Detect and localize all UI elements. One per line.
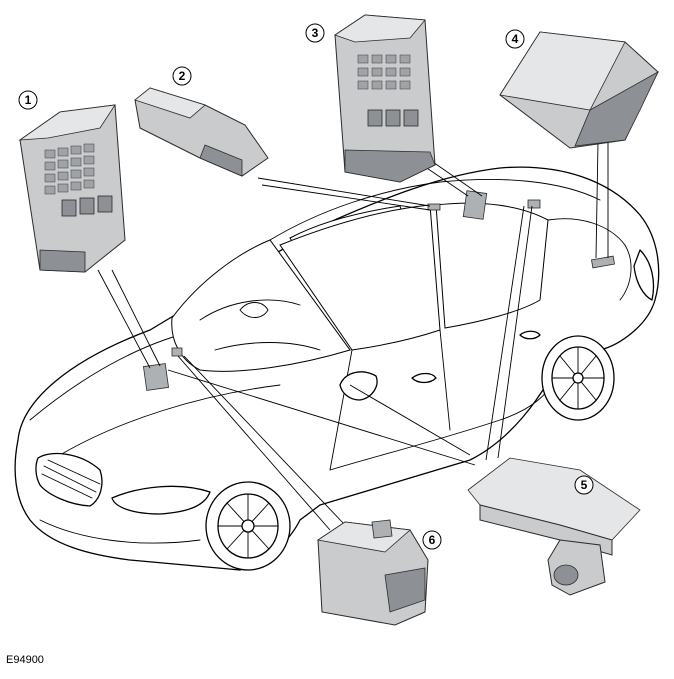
callout-5-label: 5: [581, 478, 588, 492]
leader-2b: [261, 184, 431, 211]
leader-4a: [595, 141, 599, 259]
leader-6a: [177, 355, 331, 531]
marker-module-6: [171, 347, 183, 357]
in-vehicle-markers: [142, 190, 615, 391]
callout-3-label: 3: [312, 26, 319, 40]
module-1-central-junction-box: [18, 104, 126, 273]
door-mirror: [339, 371, 378, 401]
leader-5d: [349, 384, 471, 456]
callout-2: 2: [172, 66, 192, 86]
module-2-top: [134, 87, 206, 119]
module-3-top: [334, 14, 426, 43]
headlamp: [111, 485, 211, 515]
marker-module-1: [142, 363, 170, 391]
module-2-control-unit: [134, 87, 269, 177]
module-4-top: [499, 31, 626, 111]
rear-deck: [547, 218, 632, 301]
callout-3: 3: [305, 23, 325, 43]
marker-module-2: [427, 203, 441, 211]
leader-1b: [111, 269, 161, 367]
module-5-plug-socket: [553, 564, 579, 586]
front-side-window: [279, 204, 441, 351]
leader-5a: [497, 205, 533, 459]
callout-1-label: 1: [25, 93, 32, 107]
module-6-relay: [316, 519, 429, 626]
module-1-top: [18, 104, 116, 141]
module-1-fuse-array: [44, 143, 113, 217]
callout-6: 6: [422, 530, 442, 550]
module-6-tab: [371, 519, 393, 539]
leader-lines: [97, 141, 609, 531]
callout-6-label: 6: [429, 533, 436, 547]
leader-2a: [257, 177, 431, 207]
leader-5c: [167, 369, 476, 466]
callout-4-label: 4: [512, 32, 519, 46]
leader-6b: [183, 355, 346, 526]
front-door-handle: [411, 372, 437, 384]
leader-3b: [429, 159, 483, 197]
module-3-fuse-array: [357, 54, 419, 127]
figure-id: E94900: [6, 654, 44, 666]
steering-wheel: [239, 302, 269, 318]
leader-1a: [97, 269, 151, 369]
door-seam-rear: [439, 329, 451, 431]
module-2-connector: [199, 144, 243, 177]
module-1-connector: [39, 249, 86, 273]
callout-1: 1: [18, 90, 38, 110]
module-4-connectors: [574, 71, 659, 147]
module-3-connector: [344, 149, 436, 183]
rear-lamp: [633, 249, 655, 301]
module-6-connector: [384, 567, 426, 613]
windscreen: [171, 239, 351, 372]
module-5-plug: [547, 539, 606, 596]
callout-4: 4: [505, 29, 525, 49]
rear-door-handle: [519, 330, 541, 340]
module-5-bracket: [467, 457, 641, 596]
module-4-ecu: [499, 31, 659, 149]
rear-hub: [572, 372, 584, 384]
front-hub: [241, 519, 255, 533]
front-bumper: [39, 519, 201, 544]
callout-5: 5: [574, 475, 594, 495]
door-seam-front: [329, 349, 353, 471]
dashboard: [199, 299, 321, 351]
front-grille: [35, 452, 103, 507]
module-3-rear-junction-box: [334, 14, 436, 183]
roof-line: [269, 179, 601, 241]
callout-2-label: 2: [179, 69, 186, 83]
marker-module-4: [591, 255, 615, 269]
leader-5b: [485, 205, 525, 461]
grille-mesh: [41, 459, 101, 499]
marker-module-5: [527, 199, 541, 209]
hood-crease: [59, 384, 281, 456]
